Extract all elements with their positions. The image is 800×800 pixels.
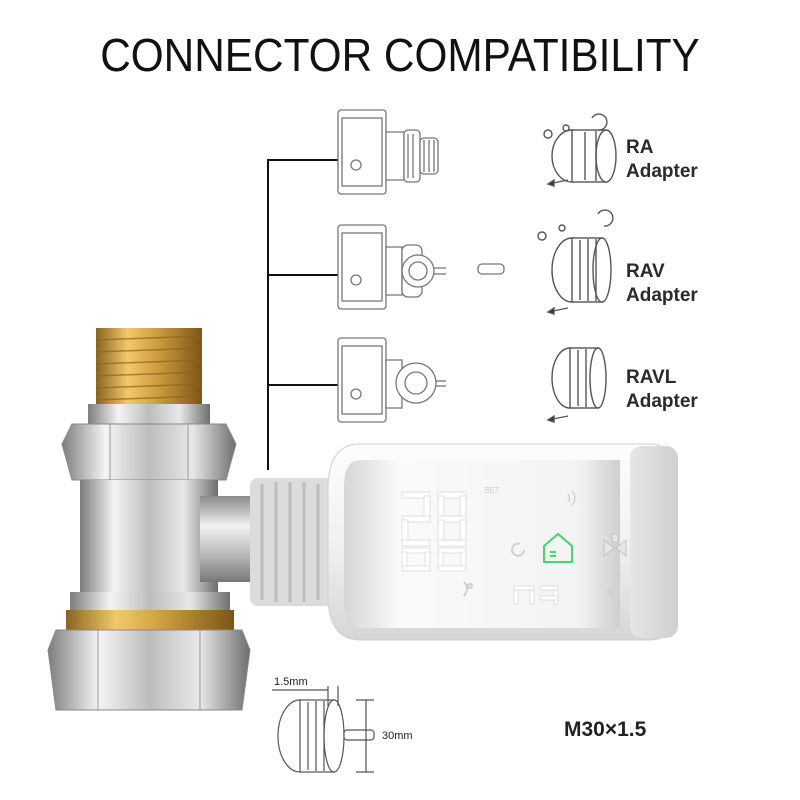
- wifi-icon: [567, 490, 576, 506]
- valve-sketch-rav: [337, 224, 505, 310]
- dimension-sketch: [272, 686, 375, 773]
- temperature-display-digits: [401, 491, 467, 547]
- ravl-name: RAVL: [626, 367, 677, 388]
- valve-icon: [603, 533, 627, 557]
- ravl-adapter-icon: [546, 347, 607, 423]
- rav-adapter-label: RAV Adapter: [626, 260, 698, 308]
- diameter-label: 30mm: [382, 730, 413, 742]
- ra-suffix: Adapter: [626, 161, 698, 182]
- ra-adapter-icon: [543, 113, 617, 187]
- ra-adapter-label: RA Adapter: [626, 136, 698, 184]
- plus-button[interactable]: +: [606, 582, 617, 602]
- page-title: CONNECTOR COMPATIBILITY: [100, 29, 700, 81]
- thermostat-collar: [250, 478, 334, 606]
- rav-adapter-icon: [537, 209, 614, 315]
- connector-lines: [267, 159, 342, 470]
- refresh-icon: [511, 542, 525, 557]
- brass-valve: [47, 328, 260, 711]
- time-display-digits: [401, 547, 559, 605]
- minus-button[interactable]: -: [610, 492, 616, 509]
- rav-suffix: Adapter: [626, 285, 698, 306]
- ravl-adapter-label: RAVL Adapter: [626, 366, 698, 414]
- thread-depth-label: 1.5mm: [274, 676, 308, 688]
- heat-icon: [463, 581, 473, 597]
- ravl-suffix: Adapter: [626, 391, 698, 412]
- home-icon: [543, 532, 573, 563]
- rav-name: RAV: [626, 261, 665, 282]
- set-label: SET: [484, 486, 500, 495]
- thread-spec: M30×1.5: [564, 718, 647, 741]
- valve-sketch-ravl: [337, 337, 446, 423]
- ra-name: RA: [626, 137, 654, 158]
- valve-sketch-ra: [337, 109, 439, 195]
